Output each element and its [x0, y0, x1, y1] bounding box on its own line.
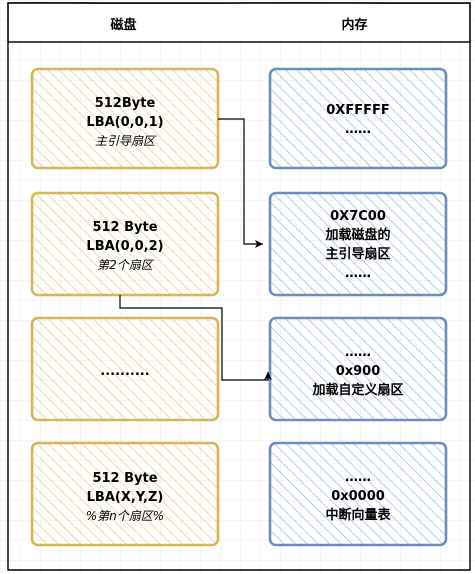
- memory-block-2: [268, 191, 448, 297]
- disk-block-1-text: 512Byte LBA(0,0,1) 主引导扇区: [32, 94, 218, 151]
- memory-block-2-line-2: 加载磁盘的: [325, 228, 391, 243]
- disk-block-2-lba: LBA(0,0,2): [86, 239, 164, 254]
- memory-block-4: [268, 441, 448, 547]
- disk-block-3-text: ..........: [32, 362, 218, 381]
- disk-block-2-size: 512 Byte: [92, 220, 158, 235]
- memory-block-3: [268, 316, 448, 422]
- memory-block-3-line-3: 加载自定义扇区: [312, 383, 404, 398]
- memory-block-4-line-3: 中断向量表: [325, 508, 391, 523]
- disk-block-3-ellipsis: ..........: [100, 364, 150, 379]
- connector-sector2-to-0x900: [119, 295, 272, 381]
- disk-block-4-lba: LBA(X,Y,Z): [86, 490, 164, 505]
- disk-block-4-note: %第n个扇区%: [85, 509, 165, 523]
- memory-block-3-text: …… 0x900 加载自定义扇区: [270, 343, 446, 400]
- memory-block-4-line-1: ……: [345, 470, 371, 485]
- disk-block-1-note: 主引导扇区: [94, 134, 155, 148]
- memory-block-2-line-1: 0X7C00: [330, 209, 386, 224]
- disk-block-1-lba: LBA(0,0,1): [86, 115, 164, 130]
- memory-block-2-text: 0X7C00 加载磁盘的 主引导扇区 ……: [270, 207, 446, 283]
- outer-frame: [7, 2, 471, 571]
- disk-block-1-size: 512Byte: [94, 96, 156, 111]
- memory-block-1-text: 0XFFFFF ……: [270, 101, 446, 139]
- disk-block-2: [30, 191, 220, 297]
- disk-block-4-size: 512 Byte: [92, 471, 158, 486]
- connector-mbr-to-0x7c00: [218, 118, 263, 248]
- memory-block-4-line-2: 0x0000: [331, 489, 385, 504]
- disk-block-4: [30, 441, 220, 547]
- column-header-memory: 内存: [341, 18, 368, 33]
- memory-block-1-line-1: 0XFFFFF: [326, 103, 390, 118]
- disk-block-2-note: 第2个扇区: [97, 258, 153, 272]
- disk-block-2-text: 512 Byte LBA(0,0,2) 第2个扇区: [32, 218, 218, 275]
- memory-block-3-line-1: ……: [345, 345, 371, 360]
- memory-block-1: [268, 67, 448, 170]
- memory-block-2-line-4: ……: [345, 266, 371, 281]
- memory-block-4-text: …… 0x0000 中断向量表: [270, 468, 446, 525]
- memory-block-3-line-2: 0x900: [335, 364, 381, 379]
- memory-block-2-line-3: 主引导扇区: [325, 247, 391, 262]
- column-header-disk: 磁盘: [110, 18, 137, 33]
- disk-block-4-text: 512 Byte LBA(X,Y,Z) %第n个扇区%: [32, 469, 218, 526]
- memory-block-1-line-2: ……: [345, 122, 371, 137]
- disk-block-3: [30, 316, 220, 422]
